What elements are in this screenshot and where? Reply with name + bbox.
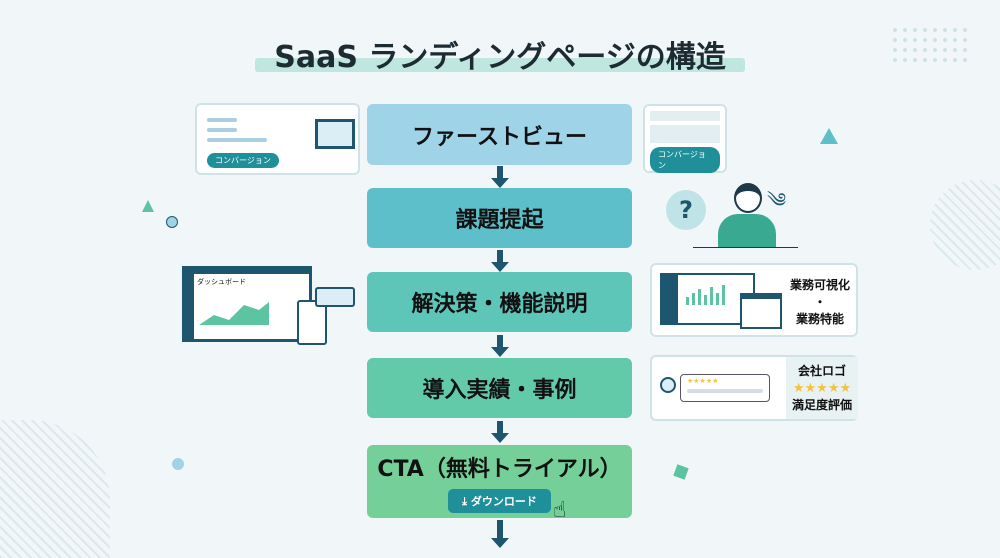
- content-row: [650, 125, 720, 143]
- satisfaction-label: 満足度評価: [791, 398, 852, 412]
- stripe-decoration: [930, 180, 1000, 270]
- dashboard-title: ダッシュボード: [197, 278, 246, 286]
- download-button[interactable]: ⤓ ダウンロード: [448, 488, 551, 513]
- rating-stars: ★★★★★: [792, 381, 852, 396]
- step-label: 導入実績・事例: [422, 378, 577, 403]
- avatar: [660, 377, 676, 393]
- feature-separator: ・: [813, 295, 826, 309]
- arrow-down-icon: [491, 250, 509, 272]
- conversion-button[interactable]: コンバージョン: [207, 153, 279, 168]
- step-cta: CTA（無料トライアル） ⤓ ダウンロード: [367, 445, 632, 518]
- question-bubble-icon: ?: [666, 190, 706, 230]
- cases-text: 会社ロゴ ★★★★★ 満足度評価: [786, 357, 858, 419]
- feature-line: 業務可視化: [789, 278, 850, 292]
- features-card: 業務可視化 ・ 業務特能: [650, 263, 858, 337]
- features-text: 業務可視化 ・ 業務特能: [782, 277, 858, 328]
- square-decoration-icon: [673, 464, 689, 480]
- download-icon: ⤓: [462, 494, 471, 508]
- dashboard-illustration: ダッシュボード: [182, 266, 312, 342]
- area-chart-icon: [199, 302, 269, 325]
- circle-decoration-icon: [172, 458, 184, 470]
- company-logo-label: 会社ロゴ: [797, 364, 846, 378]
- arrow-down-icon: [491, 421, 509, 443]
- step-problem: 課題提起: [367, 188, 632, 248]
- dot-grid-decoration: [890, 25, 970, 65]
- step-first-view: ファーストビュー: [367, 104, 632, 165]
- download-label: ダウンロード: [470, 494, 537, 508]
- step-label: CTA（無料トライアル）: [377, 456, 622, 482]
- triangle-decoration-icon: [142, 200, 154, 212]
- first-view-card-alt: コンバージョン: [643, 104, 727, 173]
- title-highlight: [255, 58, 745, 72]
- feature-line: 業務特能: [795, 312, 844, 326]
- step-label: 課題提起: [455, 208, 544, 233]
- arrow-down-icon: [491, 166, 509, 188]
- first-view-card: コンバージョン: [195, 103, 360, 175]
- circle-decoration-icon: [166, 216, 178, 228]
- text-line: [207, 138, 267, 142]
- triangle-decoration-icon: [820, 128, 838, 144]
- page-title: SaaS ランディングページの構造: [274, 40, 726, 75]
- step-cases: 導入実績・事例: [367, 358, 632, 418]
- conversion-button[interactable]: コンバージョン: [650, 147, 720, 173]
- step-solution: 解決策・機能説明: [367, 272, 632, 332]
- review-stars: ★★★★★: [687, 377, 719, 385]
- text-line: [207, 128, 237, 132]
- step-label: 解決策・機能説明: [411, 292, 588, 317]
- header-bar: [650, 111, 720, 121]
- confusion-swirl-icon: ༄: [767, 188, 787, 212]
- arrow-down-icon: [491, 520, 509, 548]
- cases-card: ★★★★★ 会社ロゴ ★★★★★ 満足度評価: [650, 355, 858, 421]
- phone-icon: [297, 300, 327, 345]
- pointer-hand-icon: ☝: [553, 498, 567, 523]
- text-line: [687, 389, 763, 393]
- person-body: [718, 214, 776, 248]
- stripe-decoration: [0, 420, 110, 558]
- chat-chart-icon: [315, 287, 355, 307]
- review-bubble: ★★★★★: [680, 374, 770, 402]
- app-panel: [740, 293, 782, 329]
- desk-line: [693, 247, 798, 248]
- arrow-down-icon: [491, 335, 509, 357]
- monitor-icon: [315, 119, 355, 149]
- step-label: ファーストビュー: [412, 124, 587, 150]
- text-line: [207, 118, 237, 122]
- bar-chart-icon: [686, 285, 725, 305]
- person-head: [734, 183, 762, 213]
